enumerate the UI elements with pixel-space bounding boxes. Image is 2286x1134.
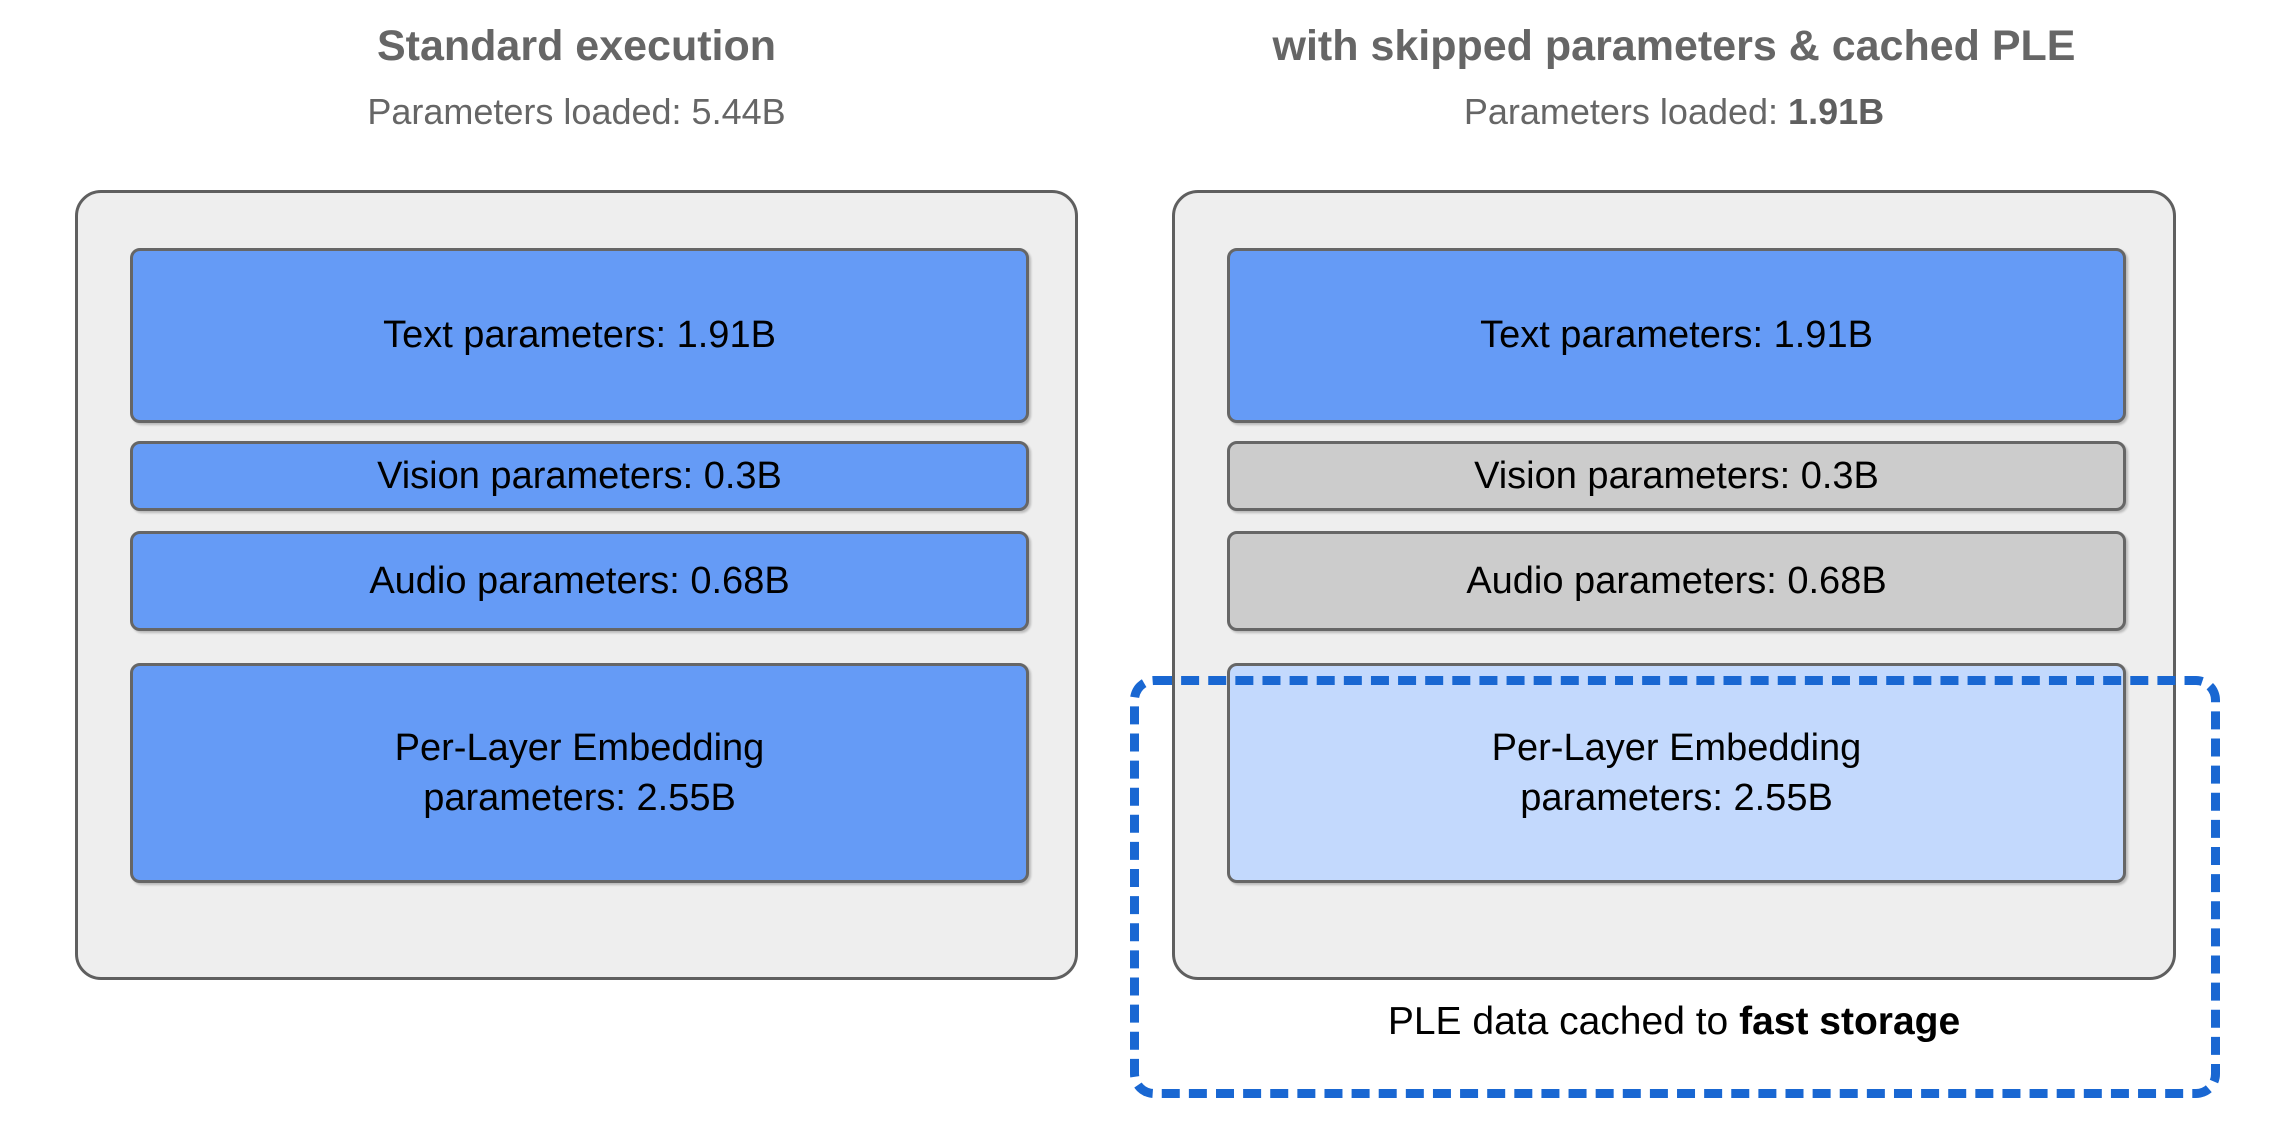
column-title-skipped-cached: with skipped parameters & cached PLE	[1272, 22, 2076, 70]
block-label: Vision parameters: 0.3B	[377, 454, 782, 497]
block-audio-parameters-skipped: Audio parameters: 0.68B	[1227, 531, 2126, 631]
block-label-line2: parameters: 2.55B	[1520, 777, 1833, 819]
block-label-line2: parameters: 2.55B	[423, 777, 736, 819]
cache-caption-emphasis: fast storage	[1739, 1000, 1961, 1043]
model-panel-standard: Text parameters: 1.91B Vision parameters…	[75, 190, 1078, 980]
parameters-loaded-value-skipped-cached: 1.91B	[1788, 91, 1885, 133]
cache-region-caption: PLE data cached to fast storage	[1172, 1000, 2176, 1044]
block-label: Audio parameters: 0.68B	[1466, 559, 1887, 602]
block-text-parameters-standard: Text parameters: 1.91B	[130, 248, 1029, 423]
parameters-loaded-label-skipped-cached: Parameters loaded:	[1463, 91, 1789, 133]
block-vision-parameters-standard: Vision parameters: 0.3B	[130, 441, 1029, 511]
block-vision-parameters-skipped: Vision parameters: 0.3B	[1227, 441, 2126, 511]
column-header-standard: Standard execution Parameters loaded: 5.…	[75, 22, 1078, 133]
block-label: Text parameters: 1.91B	[1480, 314, 1873, 357]
block-label: Audio parameters: 0.68B	[369, 559, 790, 602]
parameters-loaded-label-standard: Parameters loaded:	[367, 91, 692, 133]
block-label-line1: Per-Layer Embedding	[394, 726, 765, 769]
block-label: Per-Layer Embedding parameters: 2.55B	[1492, 723, 1862, 823]
column-subtitle-standard: Parameters loaded: 5.44B	[75, 91, 1078, 132]
cache-caption-prefix: PLE data cached to	[1387, 1000, 1740, 1043]
block-text-parameters-skipped-cached: Text parameters: 1.91B	[1227, 248, 2126, 423]
block-label: Vision parameters: 0.3B	[1474, 454, 1879, 497]
block-audio-parameters-standard: Audio parameters: 0.68B	[130, 531, 1029, 631]
block-ple-parameters-standard: Per-Layer Embedding parameters: 2.55B	[130, 663, 1029, 883]
block-label-line1: Per-Layer Embedding	[1491, 726, 1862, 769]
parameters-loaded-value-standard: 5.44B	[691, 91, 786, 133]
column-title-standard: Standard execution	[376, 22, 777, 70]
column-subtitle-skipped-cached: Parameters loaded: 1.91B	[1172, 91, 2176, 132]
model-panel-skipped-cached: Text parameters: 1.91B Vision parameters…	[1172, 190, 2176, 980]
block-ple-parameters-cached: Per-Layer Embedding parameters: 2.55B	[1227, 663, 2126, 883]
block-label: Text parameters: 1.91B	[383, 314, 776, 357]
block-label: Per-Layer Embedding parameters: 2.55B	[395, 723, 765, 823]
column-header-skipped-cached: with skipped parameters & cached PLE Par…	[1172, 22, 2176, 133]
